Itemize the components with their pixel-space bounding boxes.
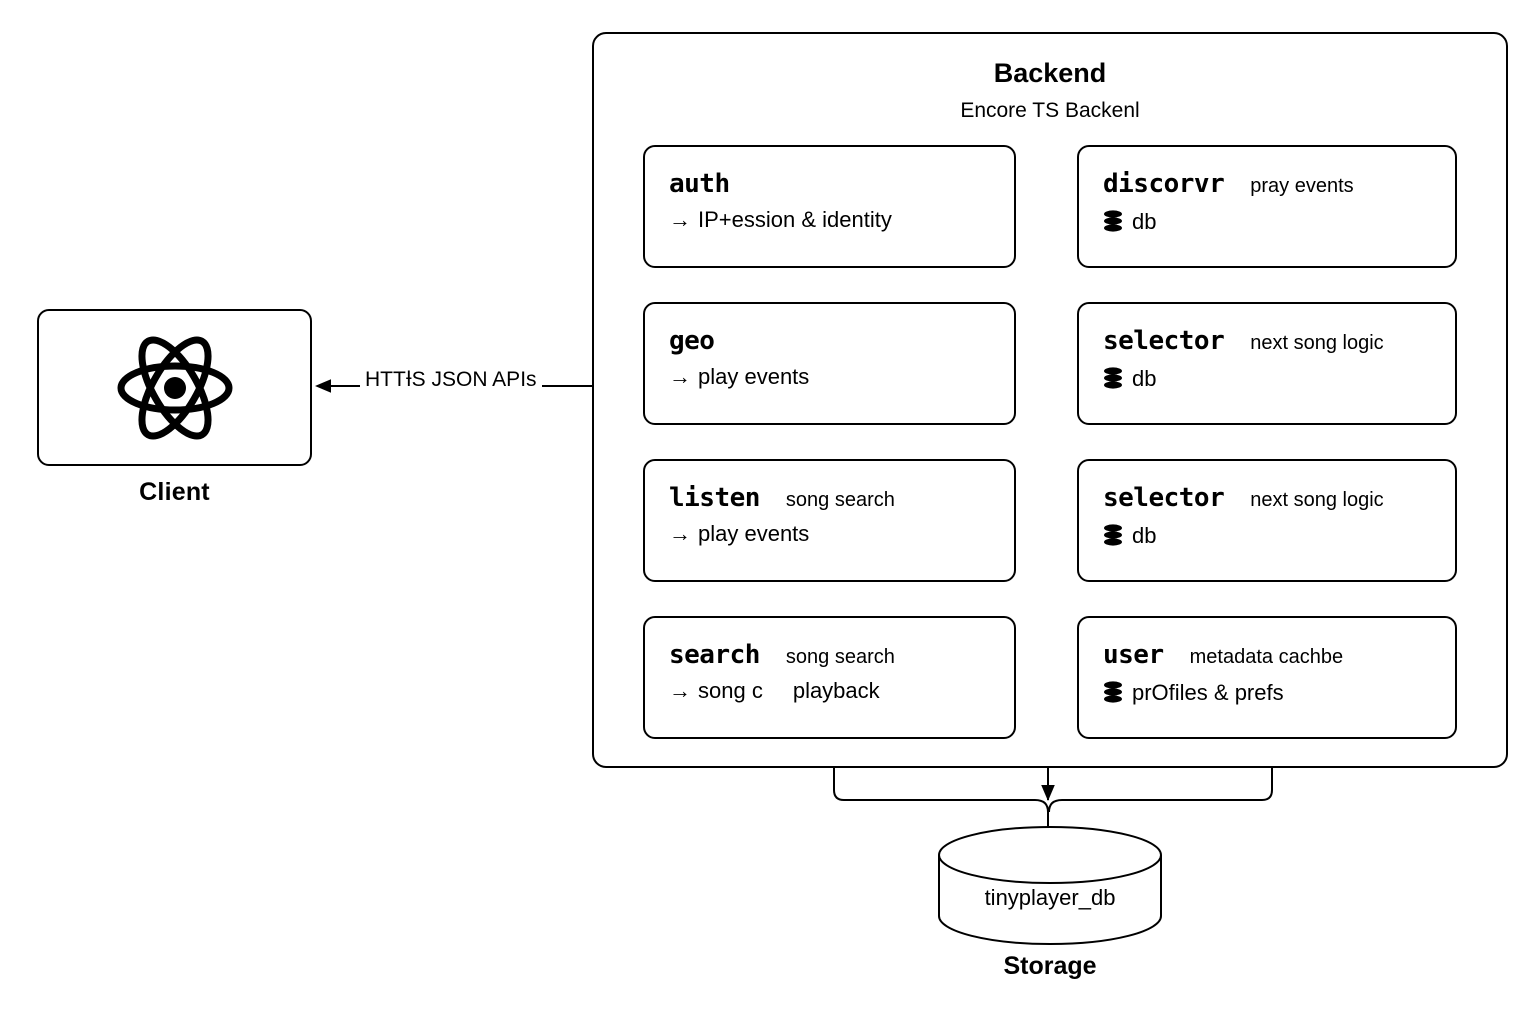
arrow-right-icon: → (669, 364, 691, 389)
service-name: auth (669, 169, 730, 199)
service-name: geo (669, 326, 715, 356)
service-card-listen[interactable]: listen song search → play events (643, 459, 1016, 582)
service-tag: next song logic (1250, 332, 1384, 354)
service-tag: song search (785, 489, 895, 511)
service-detail: play events (698, 521, 810, 546)
service-detail: db (1132, 209, 1157, 234)
service-name: discorvr (1103, 169, 1225, 199)
service-name: selector (1103, 326, 1225, 356)
backend-subtitle: Encore TS Backenl (960, 99, 1140, 122)
service-detail: play events (698, 364, 810, 389)
service-card-auth[interactable]: auth → IP+ession & identity (643, 145, 1016, 268)
service-tag: pray events (1250, 175, 1354, 197)
arrow-right-icon: → (669, 678, 691, 703)
service-name: selector (1103, 483, 1225, 513)
service-detail: prOfiles & prefs (1132, 680, 1284, 705)
client-label: Client (139, 478, 210, 506)
service-tag: song search (785, 646, 895, 668)
service-detail: IP+ession & identity (698, 207, 892, 232)
react-atom-icon (39, 311, 310, 464)
service-card-selector-1[interactable]: selector next song logic db (1077, 302, 1457, 425)
storage-merge-arrow (1034, 768, 1063, 838)
arrow-right-icon: → (669, 521, 691, 546)
client-node[interactable] (37, 309, 312, 466)
service-card-search[interactable]: search song search → song c playback (643, 616, 1016, 739)
service-name: user (1103, 640, 1164, 670)
storage-db-label: tinyplayer_db (984, 885, 1116, 910)
service-card-discorvr[interactable]: discorvr pray events db (1077, 145, 1457, 268)
database-icon (1103, 681, 1123, 703)
service-name: search (669, 640, 760, 670)
service-card-selector-2[interactable]: selector next song logic db (1077, 459, 1457, 582)
database-icon (1103, 367, 1123, 389)
database-icon (1103, 524, 1123, 546)
service-tag: metadata cachbe (1189, 646, 1344, 668)
connection-label: HTTƗS JSON APIs (360, 368, 542, 392)
backend-title: Backend (993, 58, 1107, 88)
service-name: listen (669, 483, 760, 513)
service-detail: db (1132, 366, 1157, 391)
service-detail: song c (698, 678, 763, 703)
arrow-right-icon: → (669, 207, 691, 232)
database-icon (1103, 210, 1123, 232)
service-detail-2: playback (792, 678, 880, 703)
service-card-geo[interactable]: geo → play events (643, 302, 1016, 425)
service-detail: db (1132, 523, 1157, 548)
service-tag: next song logic (1250, 489, 1384, 511)
storage-label: Storage (1003, 952, 1097, 980)
service-card-user[interactable]: user metadata cachbe prOfiles & prefs (1077, 616, 1457, 739)
